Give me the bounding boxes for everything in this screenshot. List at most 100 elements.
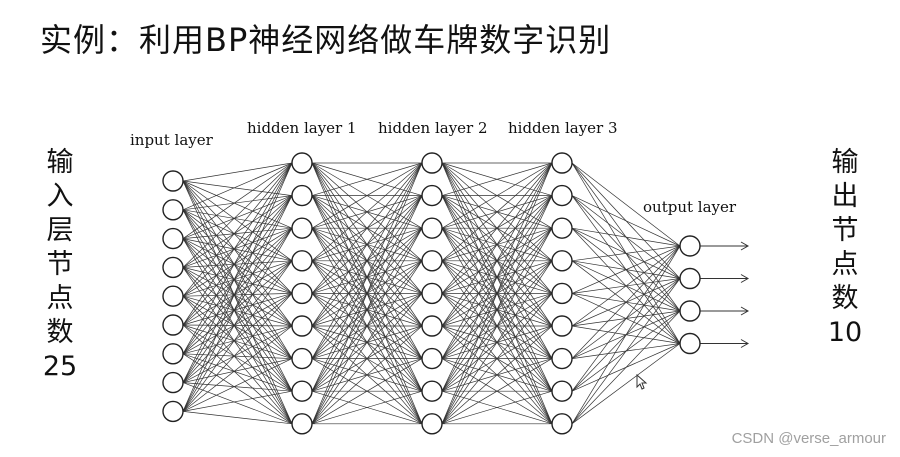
output-count-number: 10 [827,317,863,348]
right-char: 输 [831,147,859,178]
network-node [291,380,313,402]
network-edge [571,245,681,262]
input-count-number: 25 [42,351,78,382]
network-edge [182,324,293,425]
network-edge [182,295,293,425]
network-edge [182,195,293,297]
network-node [551,217,573,239]
network-node [421,315,443,337]
network-edge [182,162,293,412]
network-node [551,152,573,174]
network-edge [182,295,293,359]
layer-label: hidden layer 2 [378,119,488,137]
network-node [679,235,701,257]
network-edge [182,260,293,268]
network-edge [182,325,293,412]
network-node [291,250,313,272]
network-edge [571,245,681,294]
network-edge [182,209,293,392]
network-edge [182,195,293,239]
network-node [551,347,573,370]
network-edge [182,325,293,355]
network-edge [182,162,293,354]
network-edge [182,209,293,229]
network-node [421,282,443,305]
network-edge [182,353,293,392]
network-edge [182,382,293,425]
output-node-count-label: 输 出 节 点 数 10 [825,146,865,350]
network-edge [182,260,293,297]
network-edge [571,245,681,424]
network-edge [182,180,293,262]
network-edge [311,162,423,392]
network-edge [311,162,423,424]
network-edge [441,162,553,196]
network-edge [182,209,293,327]
layer-label: hidden layer 1 [247,119,357,137]
network-edge [311,162,423,327]
network-edge [182,180,293,327]
network-edge [182,227,293,355]
network-edge [571,162,681,247]
network-node [162,199,184,221]
network-edge [182,195,293,268]
right-char: 出 [831,181,859,212]
network-edge [311,162,423,359]
network-node [551,380,573,402]
network-edge [311,195,423,424]
network-edge [311,293,423,425]
network-edge [182,180,293,392]
network-edge [441,260,553,424]
network-edge [182,293,293,355]
right-char: 点 [831,249,859,280]
network-edge [182,180,293,294]
layer-label: output layer [643,198,737,216]
network-edge [182,260,293,326]
network-edge [182,293,293,326]
left-char: 输 [46,147,74,178]
network-edge [571,343,681,425]
network-edge [441,390,553,425]
network-node [421,347,443,370]
network-node [291,184,313,207]
network-edge [182,267,293,327]
network-edge [441,162,553,359]
network-edge [182,260,293,412]
network-edge [182,180,293,229]
network-edge [441,162,553,392]
network-edge [311,390,423,425]
network-edge [182,411,293,425]
output-arrow-head [740,306,750,316]
network-node [162,285,184,307]
network-node [551,282,573,305]
network-edge [182,324,293,392]
network-node [551,315,573,337]
network-node [291,152,313,174]
network-edge [182,180,293,424]
network-node [162,371,184,394]
output-arrow-head [740,339,750,348]
layer-label: hidden layer 3 [508,119,618,137]
left-char: 层 [46,215,74,246]
network-edge [182,195,293,412]
network-edge [182,238,293,262]
network-edge [182,180,293,359]
network-edge [182,238,293,392]
network-edge [182,162,293,239]
network-edge [311,162,423,262]
left-char: 数 [46,317,74,348]
network-edge [311,260,423,424]
network-edge [182,358,293,383]
network-node [291,282,313,305]
network-edge [182,162,293,383]
network-node [551,413,573,435]
network-edge [441,162,553,327]
network-edge [182,238,293,327]
network-edge [311,162,423,196]
network-edge [182,353,293,425]
network-edge [182,162,293,297]
network-edge [182,238,293,359]
network-edge [182,162,293,182]
network-edge [182,227,293,297]
